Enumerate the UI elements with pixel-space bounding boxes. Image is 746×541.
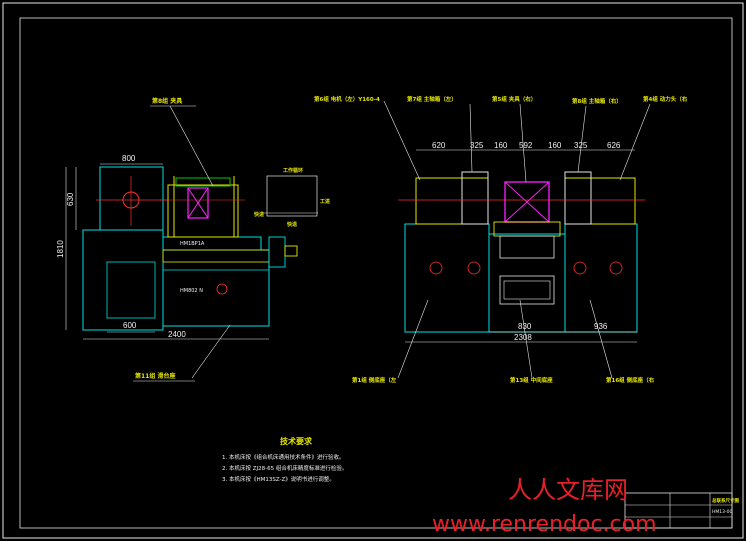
fixture-green-clamp — [175, 177, 231, 187]
dim-626-right: 626 — [607, 141, 621, 150]
dim-630: 630 — [66, 192, 75, 206]
fixture-workpiece-x2 — [187, 187, 209, 219]
callout-fixture: 第8组 夹具 — [151, 97, 182, 105]
leader-fixture — [169, 105, 214, 187]
detail-label-bottom: 快退 — [286, 221, 297, 228]
inner-frame — [19, 17, 733, 529]
callout-power-head: 第4组 动力头（右 — [643, 95, 688, 103]
head-right — [564, 177, 636, 225]
leader-c1 — [383, 100, 421, 181]
left-base-door — [106, 261, 156, 319]
dim-2400: 2400 — [168, 330, 186, 339]
title-block-code: HM13-00 — [712, 509, 732, 515]
center-slot — [499, 235, 555, 259]
head-left — [415, 177, 489, 225]
base-left-hole2 — [467, 261, 481, 275]
left-motor-box — [99, 166, 164, 231]
callout-slide-base: 第11组 滑台座 — [134, 372, 175, 380]
leader-c5 — [619, 103, 651, 181]
dim-830: 830 — [518, 322, 532, 331]
left-base-body — [82, 229, 164, 331]
base-left — [404, 223, 490, 333]
spindle-box-right — [564, 171, 592, 225]
base-right-hole1 — [573, 261, 587, 275]
watermark-cn: 人人文库网 — [508, 476, 628, 504]
note-3: 3. 本机床按《HM13SZ-Z》说明书进行调整。 — [222, 475, 335, 483]
watermark: 人人文库网 www.renrendoc.com — [432, 476, 657, 537]
note-2: 2. 本机床按 ZJ28-65 组合机床精度标准进行检验。 — [222, 464, 347, 472]
center-fixture-x2 — [504, 181, 550, 223]
spindle-box-left — [461, 171, 489, 225]
watermark-url: www.renrendoc.com — [432, 512, 657, 537]
plate-label: HM1BP1A — [180, 241, 205, 247]
slide-hole — [216, 283, 228, 295]
callout-base-left: 第1组 侧底座（左 — [352, 376, 397, 384]
handwheel-shaft — [284, 245, 298, 257]
dim-592: 592 — [519, 141, 533, 150]
callout-spindle-right: 第8组 主轴箱（右） — [572, 97, 622, 105]
dim-160-left: 160 — [494, 141, 508, 150]
base-left-hole1 — [429, 261, 443, 275]
leader-c3 — [519, 103, 527, 183]
detail-label-left: 快进 — [253, 211, 264, 218]
dim-160-right: 160 — [548, 141, 562, 150]
slide-table-plate — [162, 236, 262, 251]
callout-motor-left: 第6组 电机（左）Y160-4 — [314, 95, 380, 103]
callout-base-right: 第16组 侧底座（右 — [606, 376, 655, 384]
dim-2308: 2308 — [514, 333, 532, 342]
dim-620-left: 620 — [432, 141, 446, 150]
title-block-name: 总联系尺寸图 — [712, 497, 739, 504]
leader-c7 — [519, 299, 533, 379]
callout-spindle-left: 第7组 主轴箱（左） — [407, 95, 457, 103]
leader-c8 — [589, 299, 613, 379]
middle-coolant-inner — [503, 280, 551, 300]
dim-1810: 1810 — [56, 240, 65, 258]
dim-325-left: 325 — [470, 141, 484, 150]
detail-box — [266, 175, 318, 217]
base-right — [564, 223, 638, 333]
fixture-frame — [167, 184, 239, 238]
base-right-hole2 — [609, 261, 623, 275]
slide-table-body — [162, 249, 270, 327]
work-cycle-detail: 工作循环 快进 工进 快退 — [253, 167, 330, 228]
sub-label: HM802 N — [180, 288, 203, 294]
detail-title: 工作循环 — [283, 167, 303, 174]
slide-table-strip — [162, 249, 270, 263]
title-block-frame — [624, 492, 733, 529]
right-view: 620 325 160 592 160 325 626 830 936 2308… — [314, 95, 688, 384]
callout-fixture-right: 第5组 夹具（右） — [492, 95, 536, 103]
leader-c2 — [469, 103, 473, 173]
leader-c6 — [397, 299, 429, 379]
middle-coolant-tank — [499, 275, 555, 305]
dim-800: 800 — [122, 154, 136, 163]
leader-c4 — [577, 105, 587, 173]
left-view: 800 600 2400 630 1810 HM1BP1A HM802 N 第8… — [56, 97, 298, 382]
technical-notes: 技术要求 1. 本机床按《组合机床通用技术条件》进行验收。 2. 本机床按 ZJ… — [222, 436, 347, 483]
dim-600: 600 — [123, 321, 137, 330]
dim-936: 936 — [594, 322, 608, 331]
callout-base-middle: 第13组 中间底座 — [510, 376, 553, 384]
fixture-workpiece — [187, 187, 209, 219]
leader-slide-base — [191, 324, 231, 379]
notes-title: 技术要求 — [280, 436, 313, 446]
title-block: 总联系尺寸图 HM13-00 — [624, 492, 739, 529]
handwheel-housing — [268, 236, 286, 268]
note-1: 1. 本机床按《组合机床通用技术条件》进行验收。 — [222, 453, 345, 461]
detail-label-right: 工进 — [320, 198, 330, 205]
